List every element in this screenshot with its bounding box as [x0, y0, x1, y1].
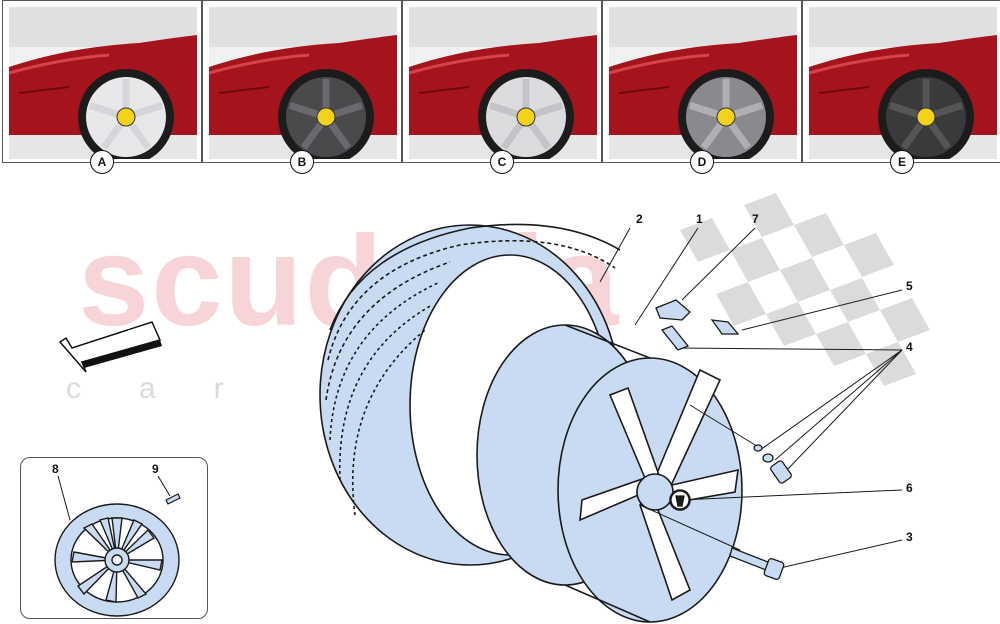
variant-badge-b: B	[290, 150, 314, 174]
callout-2: 2	[636, 212, 643, 226]
car-thumbnail	[609, 7, 797, 159]
callout-3: 3	[906, 530, 913, 544]
wheel-bolt	[729, 547, 785, 580]
car-thumbnail	[809, 7, 997, 159]
variant-panel-c[interactable]	[402, 0, 602, 163]
callout-9: 9	[152, 462, 159, 476]
car-thumbnail	[209, 7, 397, 159]
variant-badge-c: C	[490, 150, 514, 174]
wheel-bolt-kit	[753, 444, 792, 484]
callout-8: 8	[52, 462, 59, 476]
variant-badge-a: A	[90, 150, 114, 174]
callout-7: 7	[752, 212, 759, 226]
rim	[476, 324, 743, 623]
watermark-sub: car parts	[66, 372, 705, 405]
center-badge	[670, 490, 690, 510]
watermark-main: scuderia	[78, 210, 621, 353]
callout-5: 5	[906, 279, 913, 293]
car-thumbnail	[9, 7, 197, 159]
variant-badge-d: D	[690, 150, 714, 174]
callout-4: 4	[906, 340, 913, 354]
valve-stem	[660, 325, 690, 351]
tpms-sensor	[655, 299, 691, 321]
checkered-flag	[680, 193, 930, 386]
callout-1: 1	[696, 212, 703, 226]
variant-badge-e: E	[890, 150, 914, 174]
car-thumbnail	[409, 7, 597, 159]
variant-panel-b[interactable]	[202, 0, 402, 163]
inset-frame	[20, 457, 208, 619]
tpms-weight	[710, 319, 740, 335]
variant-panel-a[interactable]	[2, 0, 202, 163]
variant-panel-e[interactable]	[802, 0, 1000, 163]
callout-6: 6	[906, 481, 913, 495]
variant-panel-d[interactable]	[602, 0, 802, 163]
